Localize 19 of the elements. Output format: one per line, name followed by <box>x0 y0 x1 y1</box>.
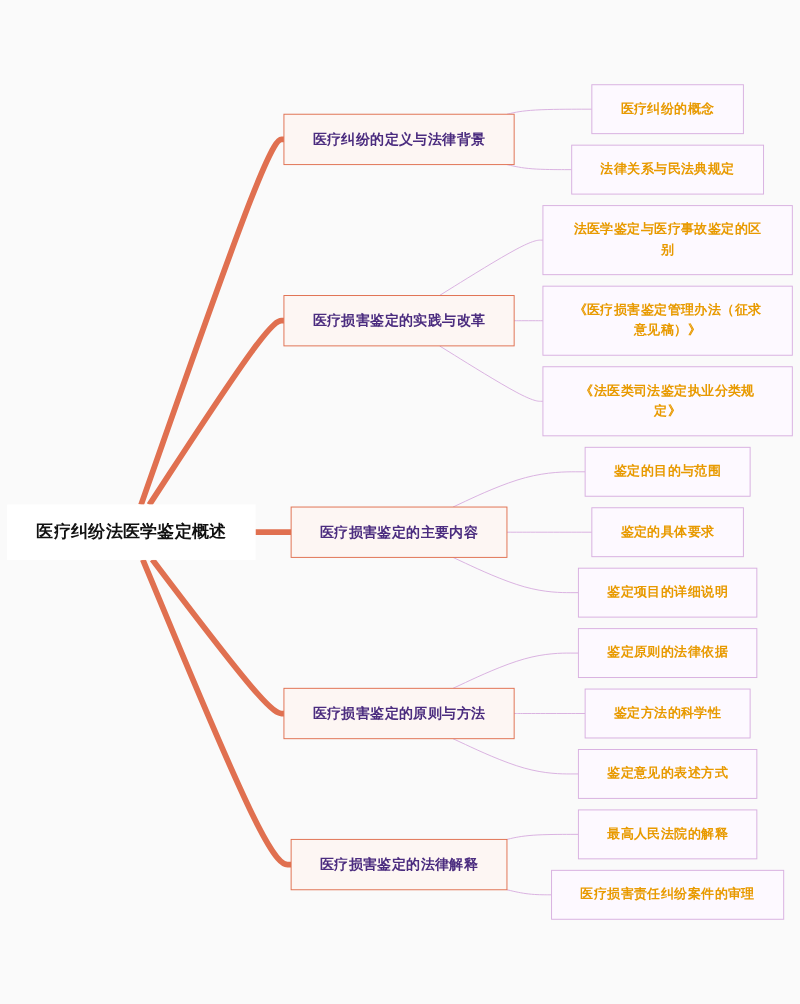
connector <box>439 345 544 402</box>
connector <box>506 889 553 896</box>
connector <box>140 558 292 868</box>
connector <box>506 164 573 171</box>
connector <box>452 556 579 594</box>
connector <box>506 531 593 533</box>
connector <box>506 833 579 840</box>
connector <box>452 652 579 689</box>
connector <box>146 317 285 507</box>
connector <box>138 136 285 506</box>
connector <box>506 108 593 115</box>
connector <box>513 320 544 322</box>
connector <box>149 557 285 717</box>
node-text: 医疗纠纷法医学鉴定概述 <box>36 522 227 543</box>
connector <box>439 239 544 296</box>
connector <box>513 713 586 714</box>
connector <box>452 471 586 508</box>
connector <box>452 738 579 775</box>
connector <box>254 529 292 536</box>
